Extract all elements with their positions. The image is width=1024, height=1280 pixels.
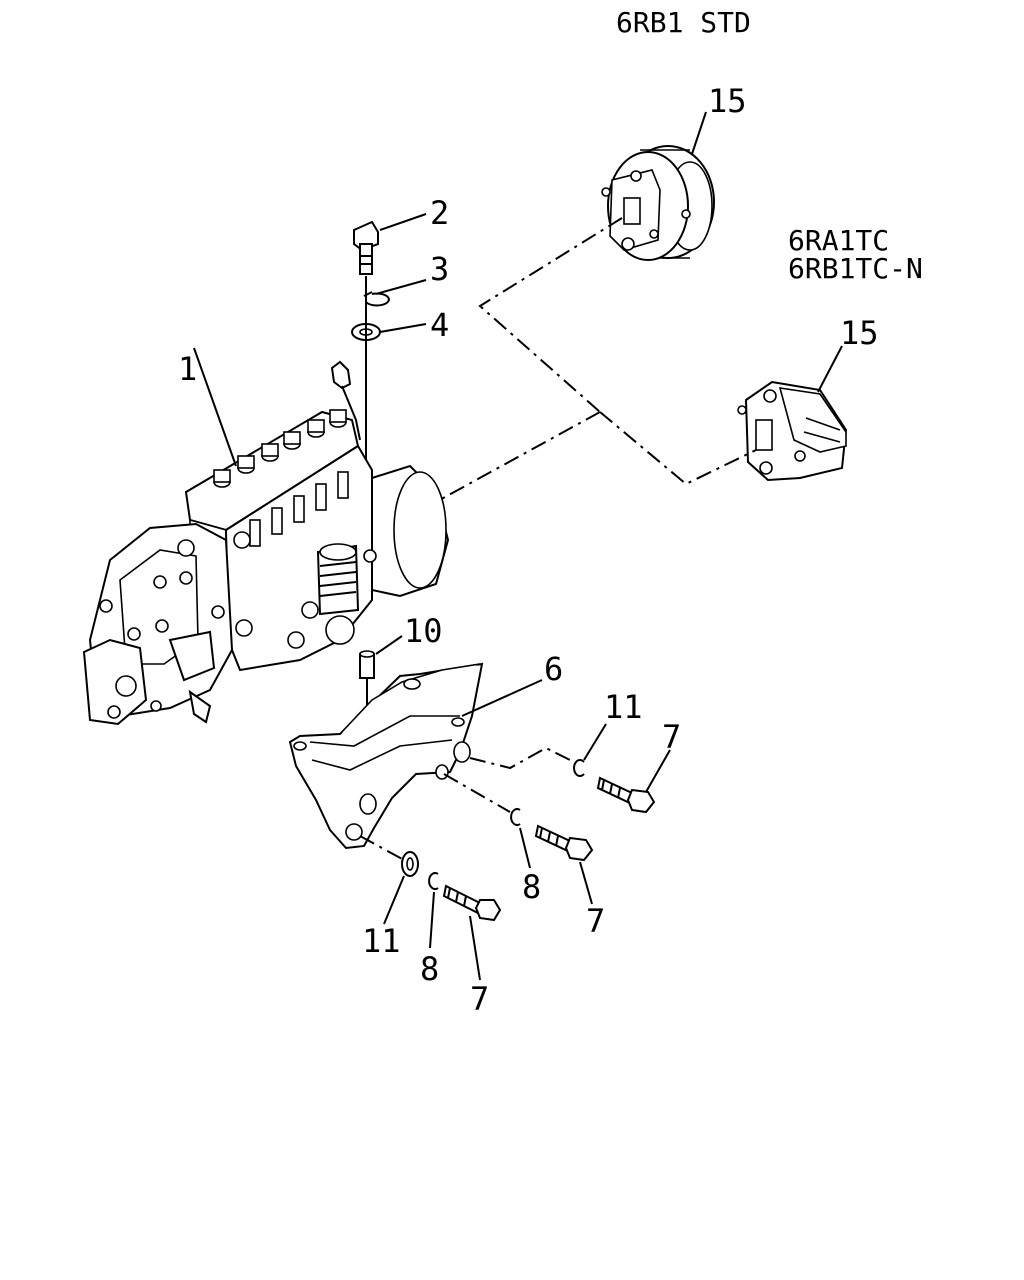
model-code-label: 6RB1 STD	[616, 6, 751, 39]
leader-4	[379, 323, 427, 333]
part-8-lock-washer-mid[interactable]	[510, 808, 521, 826]
variant-label-2: 6RB1TC-N	[788, 252, 923, 285]
leader-7-upper	[645, 749, 671, 793]
leader-3	[375, 279, 427, 295]
leader-10	[375, 635, 403, 655]
part-6-bracket[interactable]	[288, 662, 484, 850]
link-line-lower	[599, 411, 757, 486]
callout-15-upper: 15	[708, 82, 747, 120]
leader-15-upper	[691, 111, 707, 155]
link-line-upper-bolt	[469, 746, 571, 770]
variant-label-1: 6RA1TC	[788, 224, 889, 257]
callout-11-upper: 11	[604, 688, 643, 726]
part-15-upper[interactable]	[601, 145, 715, 261]
part-10-collar[interactable]	[359, 650, 375, 679]
callout-1: 1	[178, 350, 197, 388]
part-7-bolt-lower[interactable]	[442, 884, 502, 922]
leader-7-lower	[469, 915, 481, 981]
link-line-upper	[478, 217, 623, 413]
callout-7-mid: 7	[586, 902, 605, 940]
callout-2: 2	[430, 194, 449, 232]
leader-2	[379, 213, 427, 231]
part-11-washer-lower[interactable]	[401, 851, 419, 877]
callout-8-lower: 8	[420, 950, 439, 988]
leader-11-lower	[383, 875, 405, 925]
callout-11-lower: 11	[362, 922, 401, 960]
leader-7-mid	[579, 861, 593, 905]
link-line-pump	[435, 411, 601, 503]
part-15-lower[interactable]	[737, 380, 848, 482]
part-7-bolt-mid[interactable]	[534, 824, 594, 862]
part-11-washer-upper[interactable]	[573, 759, 585, 777]
part-2-bolt[interactable]	[353, 220, 379, 275]
leader-11-upper	[583, 723, 607, 761]
link-line-mid-bolt	[443, 773, 511, 813]
leader-15-lower	[817, 345, 843, 393]
callout-7-lower: 7	[470, 980, 489, 1018]
callout-3: 3	[430, 250, 449, 288]
leader-8-lower	[429, 891, 435, 949]
leader-8-mid	[519, 827, 531, 869]
callout-8-mid: 8	[522, 868, 541, 906]
callout-7-upper: 7	[662, 718, 681, 756]
leader-6	[461, 679, 543, 717]
callout-15-lower: 15	[840, 314, 879, 352]
part-8-lock-washer-lower[interactable]	[428, 872, 439, 890]
callout-6: 6	[544, 650, 563, 688]
part-7-bolt-upper[interactable]	[596, 776, 656, 814]
part-1-injection-pump[interactable]	[82, 360, 450, 726]
leader-1	[193, 347, 237, 467]
link-line-lower-bolt	[359, 835, 405, 861]
callout-10: 10	[404, 612, 443, 650]
callout-4: 4	[430, 306, 449, 344]
